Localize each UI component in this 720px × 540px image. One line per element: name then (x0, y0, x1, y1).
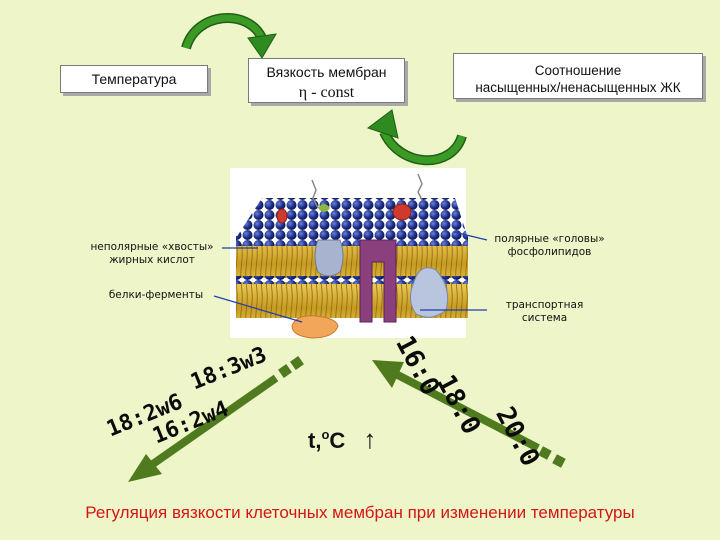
heads-line1: полярные «головы» (494, 233, 605, 245)
ratio-line2: насыщенных/ненасыщенных ЖК (475, 80, 681, 95)
temp-symbol: t, (308, 428, 322, 453)
unsaturated-arrow (128, 356, 304, 482)
cycle-arrow-bottom (366, 109, 467, 166)
temperature-label: Температура (91, 71, 177, 87)
temperature-axis-label: t,oC ↑ (308, 424, 376, 455)
tails-line1: неполярные «хвосты» (90, 241, 214, 253)
heads-line2: фосфолипидов (507, 246, 592, 258)
caption: Регуляция вязкости клеточных мембран при… (85, 503, 635, 522)
viscosity-title: Вязкость мембран (266, 64, 387, 80)
nonpolar-tails-label: неполярные «хвосты» жирных кислот (82, 241, 222, 267)
saturated-arrow (372, 360, 566, 468)
enzymes-text: белки-ферменты (108, 289, 204, 301)
transport-system-label: транспортная система (487, 299, 602, 325)
degree-sup: o (321, 427, 330, 442)
transport-line2: система (521, 312, 568, 324)
temp-unit: C (329, 428, 346, 453)
temperature-box: Температура (60, 65, 208, 93)
viscosity-formula: η - const (298, 84, 355, 101)
membrane-illustration (230, 168, 468, 339)
polar-heads-label: полярные «головы» фосфолипидов (487, 233, 612, 259)
ratio-box: Соотношение насыщенных/ненасыщенных ЖК (453, 53, 703, 99)
ratio-line1: Соотношение (534, 63, 622, 78)
viscosity-box: Вязкость мембран η - const (248, 58, 405, 103)
tails-line2: жирных кислот (109, 254, 195, 266)
up-arrow-icon: ↑ (363, 424, 377, 454)
transport-line1: транспортная (505, 299, 584, 311)
enzymes-label: белки-ферменты (96, 289, 216, 302)
cycle-arrow-top (181, 13, 277, 59)
label-pointers (213, 231, 488, 323)
